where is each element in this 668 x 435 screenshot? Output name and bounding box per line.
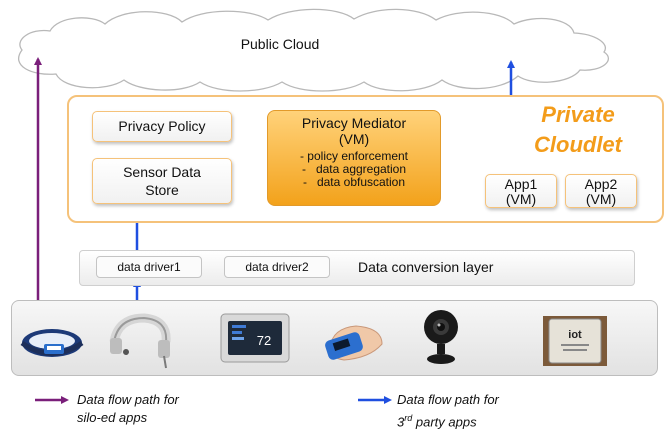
data-driver1: data driver1 <box>96 256 202 278</box>
privacy-policy-box: Privacy Policy <box>92 111 232 142</box>
cloudlet-title-line1: Private <box>541 102 615 127</box>
door-sensor-device-icon: iot <box>543 316 607 366</box>
thermostat-reading: 72 <box>257 333 271 348</box>
public-cloud-label: Public Cloud <box>240 36 320 52</box>
legend-third-party-sup: rd <box>404 413 413 423</box>
app1-line2: (VM) <box>505 191 537 207</box>
webcam-device-icon <box>424 310 458 364</box>
legend-third-party-text: Data flow path for 3rd party apps <box>397 391 499 431</box>
mediator-item: - data aggregation <box>301 162 407 176</box>
app2-line1: App2 <box>584 176 618 192</box>
legend-third-party-arrow <box>358 396 392 404</box>
legend-silo-arrow <box>35 396 69 404</box>
mediator-item: - policy enforcement <box>299 149 409 163</box>
legend-silo-line2: silo-ed apps <box>77 410 148 425</box>
sensor-store-line2: Store <box>145 182 179 198</box>
app1-line1: App1 <box>504 176 538 192</box>
mediator-title-line1: Privacy Mediator <box>301 115 407 131</box>
sensor-store-line1: Sensor Data <box>123 164 201 180</box>
app1-box: App1 (VM) <box>485 174 557 208</box>
public-cloud-shape <box>18 8 610 92</box>
app2-line2: (VM) <box>585 191 617 207</box>
legend-third-party-suffix: party apps <box>412 414 477 430</box>
thermostat-device-icon: 72 <box>220 313 290 363</box>
legend-silo-line1: Data flow path for <box>77 392 179 407</box>
wristband-device-icon <box>20 329 84 357</box>
mediator-item: - data obfuscation <box>302 175 406 189</box>
legend-third-party-line2: 3rd party apps <box>397 409 499 431</box>
privacy-policy-label: Privacy Policy <box>118 118 206 134</box>
sensor-data-store-box: Sensor Data Store <box>92 158 232 204</box>
app2-box: App2 (VM) <box>565 174 637 208</box>
legend-silo-text: Data flow path for silo-ed apps <box>77 391 179 427</box>
data-conversion-label: Data conversion layer <box>358 259 494 275</box>
data-driver2: data driver2 <box>224 256 330 278</box>
pulse-oximeter-device-icon <box>325 325 383 361</box>
legend-third-party-num: 3 <box>397 414 405 430</box>
door-sensor-text: iot <box>568 329 582 341</box>
legend-third-party-line1: Data flow path for <box>397 392 499 407</box>
privacy-mediator-box: Privacy Mediator (VM) - policy enforceme… <box>267 110 441 206</box>
headset-device-icon <box>109 313 171 369</box>
cloudlet-title-line2: Cloudlet <box>534 132 622 157</box>
mediator-title-line2: (VM) <box>338 131 370 147</box>
cloudlet-title: Private Cloudlet <box>503 100 653 160</box>
